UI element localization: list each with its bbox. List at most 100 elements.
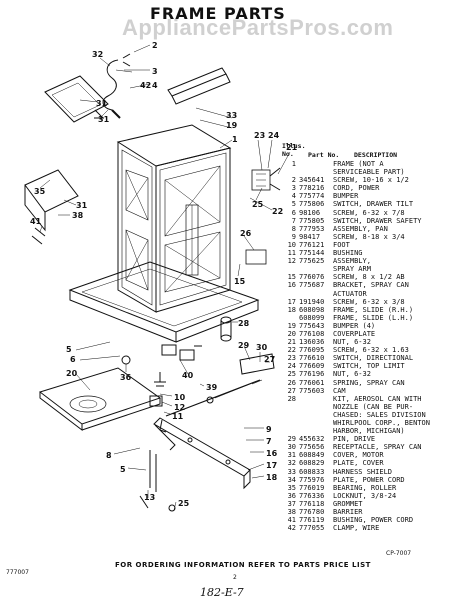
description: HARNESS SHIELD	[333, 467, 393, 476]
description: PIN, DRIVE	[333, 435, 376, 444]
table-row: ACTUATOR	[282, 290, 470, 298]
illus-no: 36	[287, 491, 296, 500]
ordering-note: FOR ORDERING INFORMATION REFER TO PARTS …	[115, 561, 371, 569]
spray-can-receptacle	[220, 316, 275, 375]
part-no: 775687	[299, 281, 325, 290]
description: SCREW, 8-18 x 3/4	[333, 232, 405, 241]
handwritten-note: 182-E-7	[200, 586, 244, 599]
illus-no: 28	[287, 394, 296, 403]
callout-35: 35	[34, 187, 46, 196]
illus-no	[282, 411, 299, 419]
part-no: 775774	[299, 192, 325, 201]
callout-2: 2	[152, 41, 158, 50]
illus-no: 25	[287, 370, 296, 379]
illus-no: 15	[287, 273, 296, 282]
part-no: 776196	[299, 370, 325, 379]
callout-29: 29	[238, 341, 250, 350]
illus-no: 22	[287, 346, 296, 355]
callout-27: 27	[264, 355, 275, 364]
description: CAM	[333, 386, 346, 395]
table-row: CHASED: SALES DIVISION	[282, 411, 470, 419]
illus-no: 1	[291, 160, 296, 168]
illus-no: 41	[287, 516, 296, 525]
part-no: 608829	[299, 459, 325, 468]
part-no: 776610	[299, 354, 325, 363]
part-no: 775806	[299, 200, 325, 209]
description: HARBOR, MICHIGAN)	[333, 427, 405, 436]
callout-18: 18	[266, 473, 278, 482]
callout-42: 42	[140, 81, 151, 90]
power-cord	[102, 53, 131, 119]
part-no: 778216	[299, 184, 325, 193]
callout-3: 3	[152, 67, 158, 76]
part-no	[299, 265, 333, 273]
part-no: 775603	[299, 386, 325, 395]
part-no: 98417	[299, 232, 321, 241]
illus-no: 19	[287, 321, 296, 330]
part-no	[299, 290, 333, 298]
callout-23: 23	[254, 131, 265, 140]
description: FRAME, SLIDE (L.H.)	[333, 313, 414, 322]
col-illus-header: Illus. No.	[282, 142, 306, 159]
illus-no: 26	[287, 378, 296, 387]
table-row: HARBOR, MICHIGAN)	[282, 427, 470, 435]
part-no	[299, 403, 333, 411]
part-no: 345641	[299, 176, 325, 185]
part-no: 776108	[299, 329, 325, 338]
callout-6: 6	[70, 355, 76, 364]
illus-no: 6	[291, 208, 296, 217]
callout-25b: 25	[178, 499, 190, 508]
callout-30: 30	[256, 343, 268, 352]
part-no: 776780	[299, 508, 325, 517]
callout-31a: 31	[96, 99, 108, 108]
part-no: 775625	[299, 257, 325, 266]
callout-31b: 31	[98, 115, 110, 124]
description: COVERPLATE	[333, 329, 376, 338]
description: SPRAY ARM	[333, 265, 371, 274]
part-no	[299, 411, 333, 419]
part-no: 98106	[299, 208, 321, 217]
description: FRAME, SLIDE (R.H.)	[333, 305, 414, 314]
callout-22: 22	[272, 207, 283, 216]
callout-20: 20	[66, 369, 78, 378]
callout-17: 17	[266, 461, 277, 470]
description: BUMPER (4)	[333, 321, 376, 330]
description: BARRIER	[333, 508, 363, 517]
description: NUT, 6-32	[333, 370, 371, 379]
illus-no: 23	[287, 354, 296, 363]
illus-no: 11	[287, 249, 296, 258]
part-no: 775643	[299, 321, 325, 330]
motor-cover	[24, 75, 109, 232]
callout-7: 7	[266, 437, 272, 446]
part-no: 777953	[299, 224, 325, 233]
callout-28: 28	[238, 319, 250, 328]
description: NOZZLE (CAN BE PUR-	[333, 402, 414, 411]
callout-31c: 31	[76, 201, 88, 210]
illus-no: 16	[287, 281, 296, 290]
illus-no: 32	[287, 459, 296, 468]
illus-no: 9	[291, 232, 296, 241]
description: SCREW, 6-32 x 3/8	[333, 297, 405, 306]
part-no: 776061	[299, 378, 325, 387]
base-pan	[68, 261, 260, 343]
